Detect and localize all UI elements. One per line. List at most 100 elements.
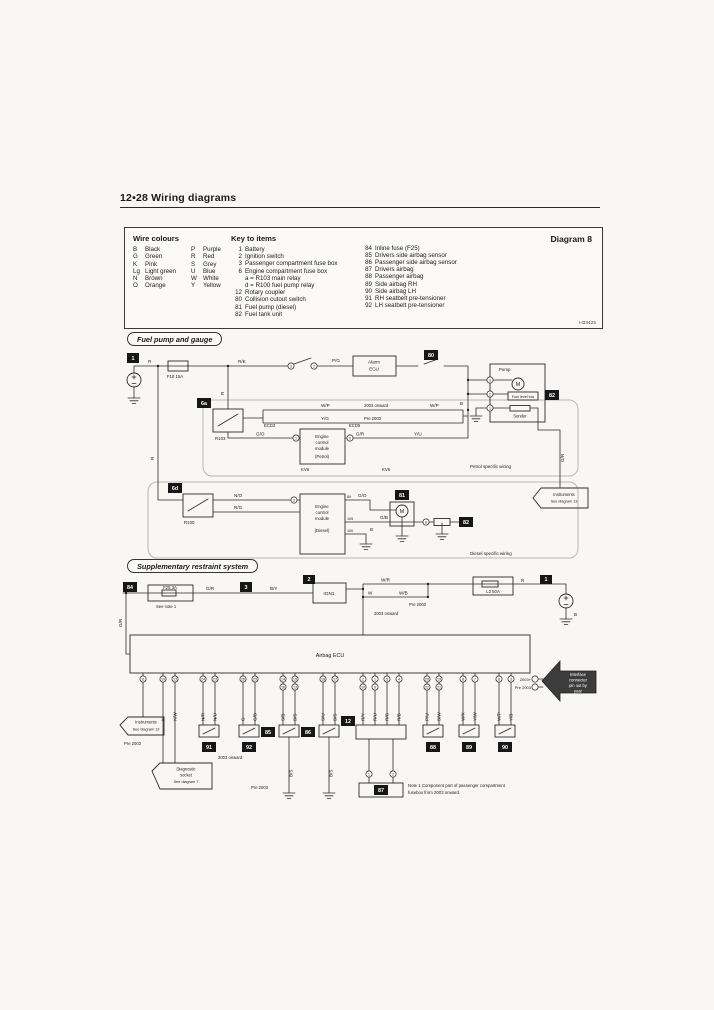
svg-text:1: 1: [132, 356, 135, 362]
connector-pin: [531, 675, 539, 683]
petrol-ecm-label: module: [315, 446, 330, 451]
ground-symbol: [282, 792, 296, 799]
page-header: 12•28 Wiring diagrams: [120, 192, 237, 204]
key-item: d = R100 fuel pump relay: [231, 282, 359, 289]
svg-text:11: 11: [141, 678, 145, 682]
connector-pin: 6: [495, 675, 503, 683]
key-item-label: Battery: [245, 246, 265, 253]
fuse-element: [161, 589, 177, 597]
airbag-sensor-drivers-box: [278, 724, 300, 738]
key-item-number: 87: [365, 266, 372, 274]
svg-text:24: 24: [201, 678, 205, 682]
svg-text:3: 3: [290, 365, 292, 369]
component-tag: 84: [123, 582, 137, 592]
key-item-label: Ignition switch: [245, 253, 284, 261]
year-note: 2003+: [520, 677, 532, 682]
component-tag: 85: [261, 727, 275, 737]
connector-pin: 20: [423, 675, 431, 683]
connector-pin: 8: [459, 675, 467, 683]
interface-note: year: [574, 689, 583, 694]
key-item-label: Rotary coupler: [245, 289, 286, 297]
connector-pin: 18: [319, 675, 327, 683]
petrol-harness-outline: [202, 399, 579, 477]
reference-code: H33425: [579, 321, 596, 326]
wire-name: White: [203, 275, 219, 283]
ign1-label: IGN1: [323, 591, 335, 597]
component-tag: 1: [127, 353, 139, 363]
wire-label: Y/G: [321, 416, 329, 421]
interface-note: connecter: [569, 678, 588, 683]
key-item-number: 3: [238, 260, 242, 268]
wire-name: Pink: [145, 260, 158, 268]
relay-r103-box: [212, 408, 244, 433]
svg-text:82: 82: [463, 520, 469, 526]
year-note: Pre 2003: [124, 741, 142, 746]
connector-pin: 25: [251, 675, 259, 683]
key-item: a = R103 main relay: [231, 275, 359, 282]
component-tag: 2: [303, 575, 315, 584]
diesel-specific-note: Diesel specific wiring: [470, 551, 512, 556]
svg-text:80: 80: [428, 353, 434, 359]
svg-text:1: 1: [295, 437, 297, 441]
key-item-number: 91: [365, 294, 372, 302]
drivers-airbag-box: [358, 782, 404, 798]
svg-text:91: 91: [206, 745, 212, 751]
petrol-ecm-label: (Petrol): [315, 454, 330, 459]
key-item-number: 80: [235, 296, 242, 304]
fuse-f10: [167, 360, 189, 372]
key-item-label: LH seatbelt pre-tensioner: [375, 302, 445, 310]
key-item-label: Fuel pump (diesel): [245, 303, 297, 311]
svg-text:21: 21: [437, 686, 441, 690]
wire-name: Purple: [203, 246, 221, 253]
key-item-number: [231, 275, 242, 282]
year-note: Pre 2003: [409, 602, 427, 607]
wire-name: Black: [145, 246, 161, 253]
wire-label: N/R: [201, 712, 206, 721]
wire-name: Orange: [145, 282, 166, 290]
connector-pin: 2: [310, 362, 318, 370]
component-tag: 81: [395, 490, 409, 500]
key-item-number: 88: [365, 273, 372, 281]
key-item-number: 2: [238, 253, 242, 261]
rotary-coupler-box: [355, 724, 407, 740]
wire-label: G/O: [256, 432, 265, 437]
sender-label: Sender: [513, 414, 527, 419]
junction-dots: [124, 582, 430, 599]
diag-socket-label: See diagram 7: [174, 780, 199, 784]
key-item-label: a = R103 main relay: [245, 274, 301, 282]
wire-name: Green: [145, 253, 163, 261]
key-item-number: 84: [365, 244, 372, 252]
wire-label: W/P: [321, 403, 330, 408]
wire-label: R/Y: [361, 713, 366, 721]
wire-label: R/B: [397, 713, 402, 721]
connector-pin: 1: [371, 675, 379, 683]
svg-text:9: 9: [349, 437, 351, 441]
wire-label: R: [521, 578, 525, 583]
see-note-ref: See note 1: [156, 604, 177, 609]
wire-label: G/R: [356, 432, 365, 437]
fuse-label: L3 50A: [486, 589, 500, 594]
wire-colours-title: Wire colours: [133, 234, 179, 243]
key-item-label: RH seatbelt pre-tensioner: [375, 294, 446, 302]
connector-pin: 1: [365, 770, 373, 778]
diesel-harness-outline: [147, 481, 579, 559]
wire-label: R: [150, 456, 155, 460]
alarm-ecu-label: ECU: [369, 367, 379, 372]
svg-text:2: 2: [489, 393, 491, 397]
diesel-ecm-label: (Diesel): [315, 528, 330, 533]
wire-label: B/W: [437, 712, 442, 721]
connector-pin: 5: [383, 675, 391, 683]
svg-text:6d: 6d: [172, 486, 178, 492]
wire-label: R/K: [238, 359, 247, 364]
component-tag: 6d: [168, 483, 182, 493]
svg-text:6: 6: [425, 521, 427, 525]
side-airbag-lh-box: [494, 724, 516, 738]
ground-symbol: [359, 543, 373, 550]
wire-name: Red: [203, 253, 215, 261]
wire-label: K/W: [173, 712, 178, 721]
connector-pin: 1: [292, 434, 300, 442]
